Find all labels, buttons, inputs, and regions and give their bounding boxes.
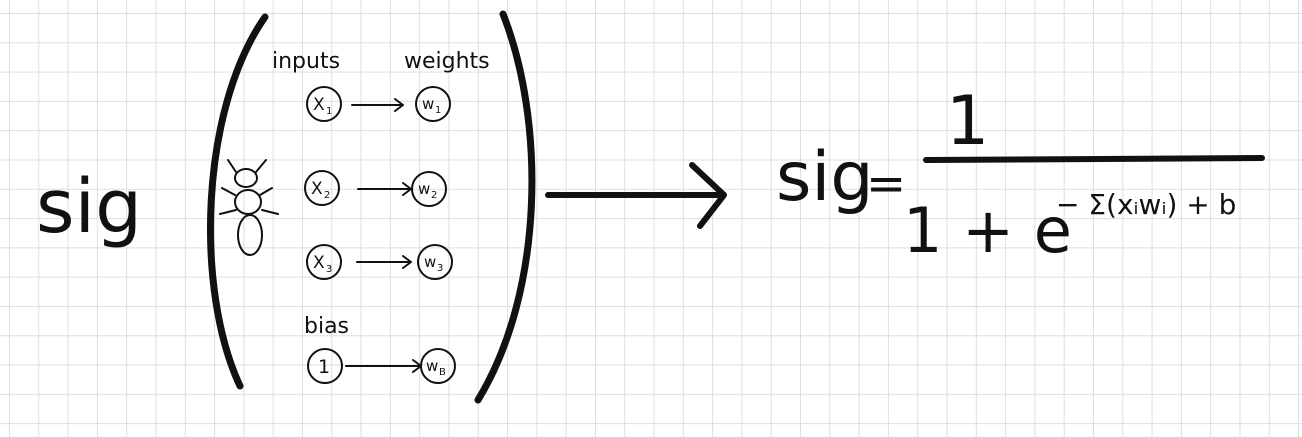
formula-exponent: − Σ(xᵢwᵢ) + b	[1056, 188, 1236, 221]
neuron-sketch-icon	[219, 159, 279, 256]
bias-weight-node	[420, 348, 456, 384]
formula-equals: =	[866, 156, 906, 212]
weight-node-3-label: w	[424, 253, 436, 271]
weight-node-3	[417, 244, 453, 280]
input-row-2: X 2 w 2	[304, 170, 447, 207]
weight-node-1-label: w	[422, 95, 434, 113]
input-row-1: X 1 w 1	[306, 86, 451, 122]
input-row-3: X 3 w 3	[306, 244, 453, 280]
bias-node-label: 1	[318, 356, 330, 378]
bias-label: bias	[304, 314, 349, 339]
formula-lhs: sig	[776, 138, 873, 217]
weights-header: weights	[404, 49, 490, 74]
input-node-1-subscript: 1	[326, 106, 332, 117]
bias-node	[307, 348, 343, 384]
input-node-3	[306, 244, 342, 280]
weight-node-1	[415, 86, 451, 122]
bias-arrow-icon	[345, 359, 422, 373]
arrow-2-icon	[357, 182, 412, 196]
bias-row: 1 w B	[307, 348, 456, 384]
formula-denominator: 1 + e	[903, 194, 1072, 267]
weight-node-2-label: w	[418, 180, 430, 198]
weight-node-1-subscript: 1	[435, 105, 441, 116]
fraction-bar	[923, 155, 1265, 163]
arrow-1-icon	[351, 98, 404, 112]
weight-node-2-subscript: 2	[431, 190, 437, 201]
big-arrow-icon	[545, 162, 727, 229]
left-sig-label: sig	[36, 164, 142, 250]
right-parenthesis	[474, 10, 536, 404]
input-node-2	[304, 170, 340, 206]
left-parenthesis	[207, 13, 269, 390]
bias-weight-subscript: B	[439, 367, 446, 378]
weight-node-3-subscript: 3	[437, 263, 443, 274]
input-node-1	[306, 86, 342, 122]
formula-numerator: 1	[946, 82, 989, 161]
input-node-2-subscript: 2	[324, 190, 330, 201]
input-node-2-label: X	[311, 179, 323, 199]
input-node-1-label: X	[313, 95, 325, 115]
inputs-header: inputs	[272, 49, 340, 74]
arrow-3-icon	[356, 255, 412, 269]
weight-node-2	[411, 171, 447, 207]
bias-weight-label: w	[426, 357, 438, 375]
input-node-3-label: X	[313, 253, 325, 273]
input-node-3-subscript: 3	[326, 264, 332, 275]
